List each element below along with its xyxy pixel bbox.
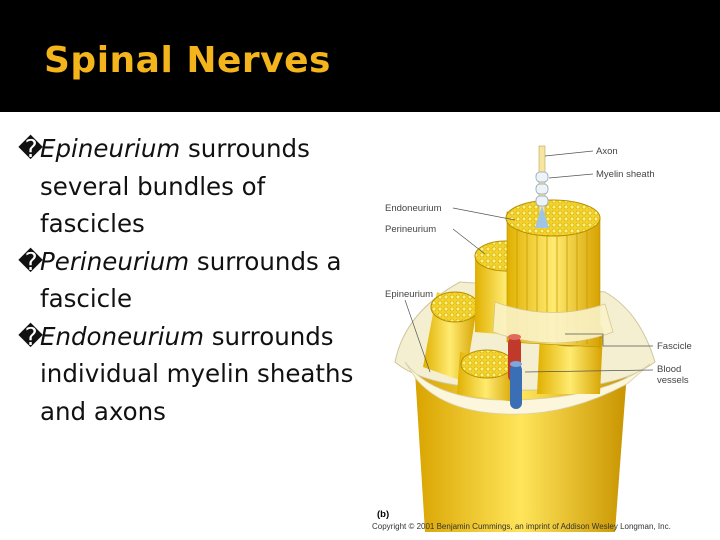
label-epineurium: Epineurium <box>385 289 433 300</box>
bullet-epineurium: �Epineurium surrounds several bundles of… <box>18 130 363 243</box>
label-blood-vessels-line1: Blood <box>657 364 681 375</box>
slide-title: Spinal Nerves <box>44 40 331 81</box>
myelin-sheath <box>535 171 549 207</box>
label-panel: (b) <box>377 509 389 520</box>
bullet-text: surrounds a fascicle <box>40 246 342 314</box>
label-fascicle: Fascicle <box>657 341 692 352</box>
bullet-marker: � <box>18 134 44 163</box>
copyright-notice: Copyright © 2001 Benjamin Cummings, an i… <box>372 522 671 531</box>
bullet-text: surrounds several bundles of fascicles <box>40 134 310 238</box>
nerve-trunk <box>415 372 627 532</box>
label-endoneurium: Endoneurium <box>385 203 442 214</box>
label-axon: Axon <box>596 146 618 157</box>
endoneurium-arrow <box>535 206 549 228</box>
label-perineurium: Perineurium <box>385 224 436 235</box>
bullet-perineurium: �Perineurium surrounds a fascicle <box>18 243 363 318</box>
perineurium-sheath <box>492 301 614 344</box>
vein <box>510 364 522 409</box>
bullet-term: Epineurium <box>40 134 181 163</box>
label-blood-vessels-line2: vessels <box>657 375 689 386</box>
nerve-anatomy-figure: Axon Myelin sheath Endoneurium Perineuri… <box>377 145 692 532</box>
slide-content: �Epineurium surrounds several bundles of… <box>0 112 720 540</box>
bullet-text: surrounds individual myelin sheaths and … <box>40 321 354 426</box>
fascicle-bottom-left <box>457 349 515 402</box>
bullet-marker: � <box>18 246 44 276</box>
bullet-term: Endoneurium <box>40 321 204 351</box>
title-bar: Spinal Nerves <box>0 0 720 112</box>
bullet-marker: � <box>18 321 44 351</box>
label-myelin-sheath: Myelin sheath <box>596 169 655 180</box>
bullet-list: �Epineurium surrounds several bundles of… <box>18 130 363 430</box>
bullet-term: Perineurium <box>40 246 190 276</box>
epineurium-flap <box>404 361 651 415</box>
bullet-endoneurium: �Endoneurium surrounds individual myelin… <box>18 318 363 431</box>
